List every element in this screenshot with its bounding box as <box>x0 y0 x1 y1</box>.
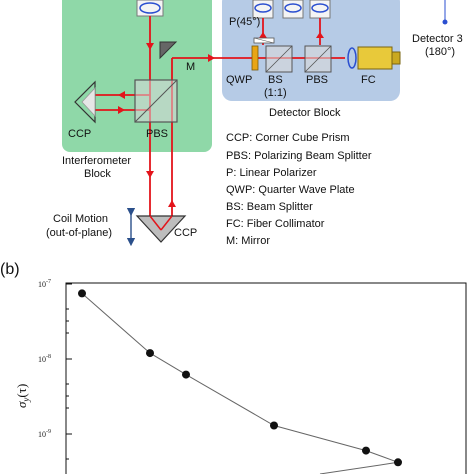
y-axis-label: σy(τ) <box>14 384 31 408</box>
series-line <box>81 293 399 474</box>
label-fc: FC <box>361 74 376 86</box>
label-interferometer-1: Interferometer <box>62 155 131 167</box>
label-detector-block: Detector Block <box>269 107 341 119</box>
y-tick-label: 10-7 <box>38 279 51 289</box>
label-coil-out-of-plane: (out-of-plane) <box>46 227 112 239</box>
detector-bs-icon <box>265 45 293 73</box>
beam-arrows <box>118 32 324 207</box>
legend-item: P: Linear Polarizer <box>226 167 317 179</box>
detector-pbs-icon <box>304 45 332 73</box>
legend: CCP: Corner Cube Prism PBS: Polarizing B… <box>226 132 372 247</box>
label-coil-motion: Coil Motion <box>53 213 108 225</box>
label-ccp-left: CCP <box>68 128 91 140</box>
label-bs: BS <box>268 74 283 86</box>
fiber-collimator-icon <box>347 46 401 70</box>
qwp-icon <box>251 45 259 71</box>
panel-b-label: (b) <box>0 261 20 278</box>
input-lens-icon <box>136 0 164 17</box>
data-point <box>146 349 154 358</box>
label-p45: P(45°) <box>229 16 260 28</box>
ccp-bottom-icon <box>135 215 187 243</box>
polarizer-icon <box>253 37 275 44</box>
data-points <box>78 289 402 467</box>
data-point <box>270 421 278 430</box>
data-point <box>362 446 370 455</box>
ccp-left-icon <box>74 80 96 124</box>
detector-3-dot <box>442 19 448 25</box>
label-ccp-bottom: CCP <box>174 227 197 239</box>
legend-item: FC: Fiber Collimator <box>226 218 325 230</box>
legend-item: CCP: Corner Cube Prism <box>226 132 349 144</box>
label-interferometer-2: Block <box>84 168 111 180</box>
data-point <box>182 370 190 379</box>
label-mirror: M <box>186 61 195 73</box>
y-tick-marks <box>66 283 72 460</box>
data-point <box>78 289 86 298</box>
label-bs-ratio: (1:1) <box>264 87 287 99</box>
legend-item: M: Mirror <box>226 235 270 247</box>
data-point <box>394 458 402 467</box>
y-tick-label: 10-8 <box>38 354 51 364</box>
detector-lens-3-icon <box>309 0 331 19</box>
legend-item: PBS: Polarizing Beam Splitter <box>226 150 372 162</box>
label-qwp: QWP <box>226 74 252 86</box>
y-tick-label: 10-9 <box>38 429 51 439</box>
label-detector-3-angle: (180°) <box>425 46 455 58</box>
interferometer-pbs-icon <box>134 79 178 123</box>
legend-item: BS: Beam Splitter <box>226 201 313 213</box>
label-pbs-left: PBS <box>146 128 168 140</box>
panel-a-diagram: P(45°) M QWP BS (1:1) PBS FC Detector 3 … <box>46 0 463 247</box>
legend-item: QWP: Quarter Wave Plate <box>226 184 355 196</box>
panel-b-chart: (b) 10-7 10-8 10-9 σy(τ) <box>0 261 467 474</box>
plot-frame <box>65 282 467 474</box>
label-detector-3: Detector 3 <box>412 33 463 45</box>
detector-lens-2-icon <box>282 0 304 19</box>
mirror-icon <box>159 41 178 60</box>
label-pbs-detector: PBS <box>306 74 328 86</box>
